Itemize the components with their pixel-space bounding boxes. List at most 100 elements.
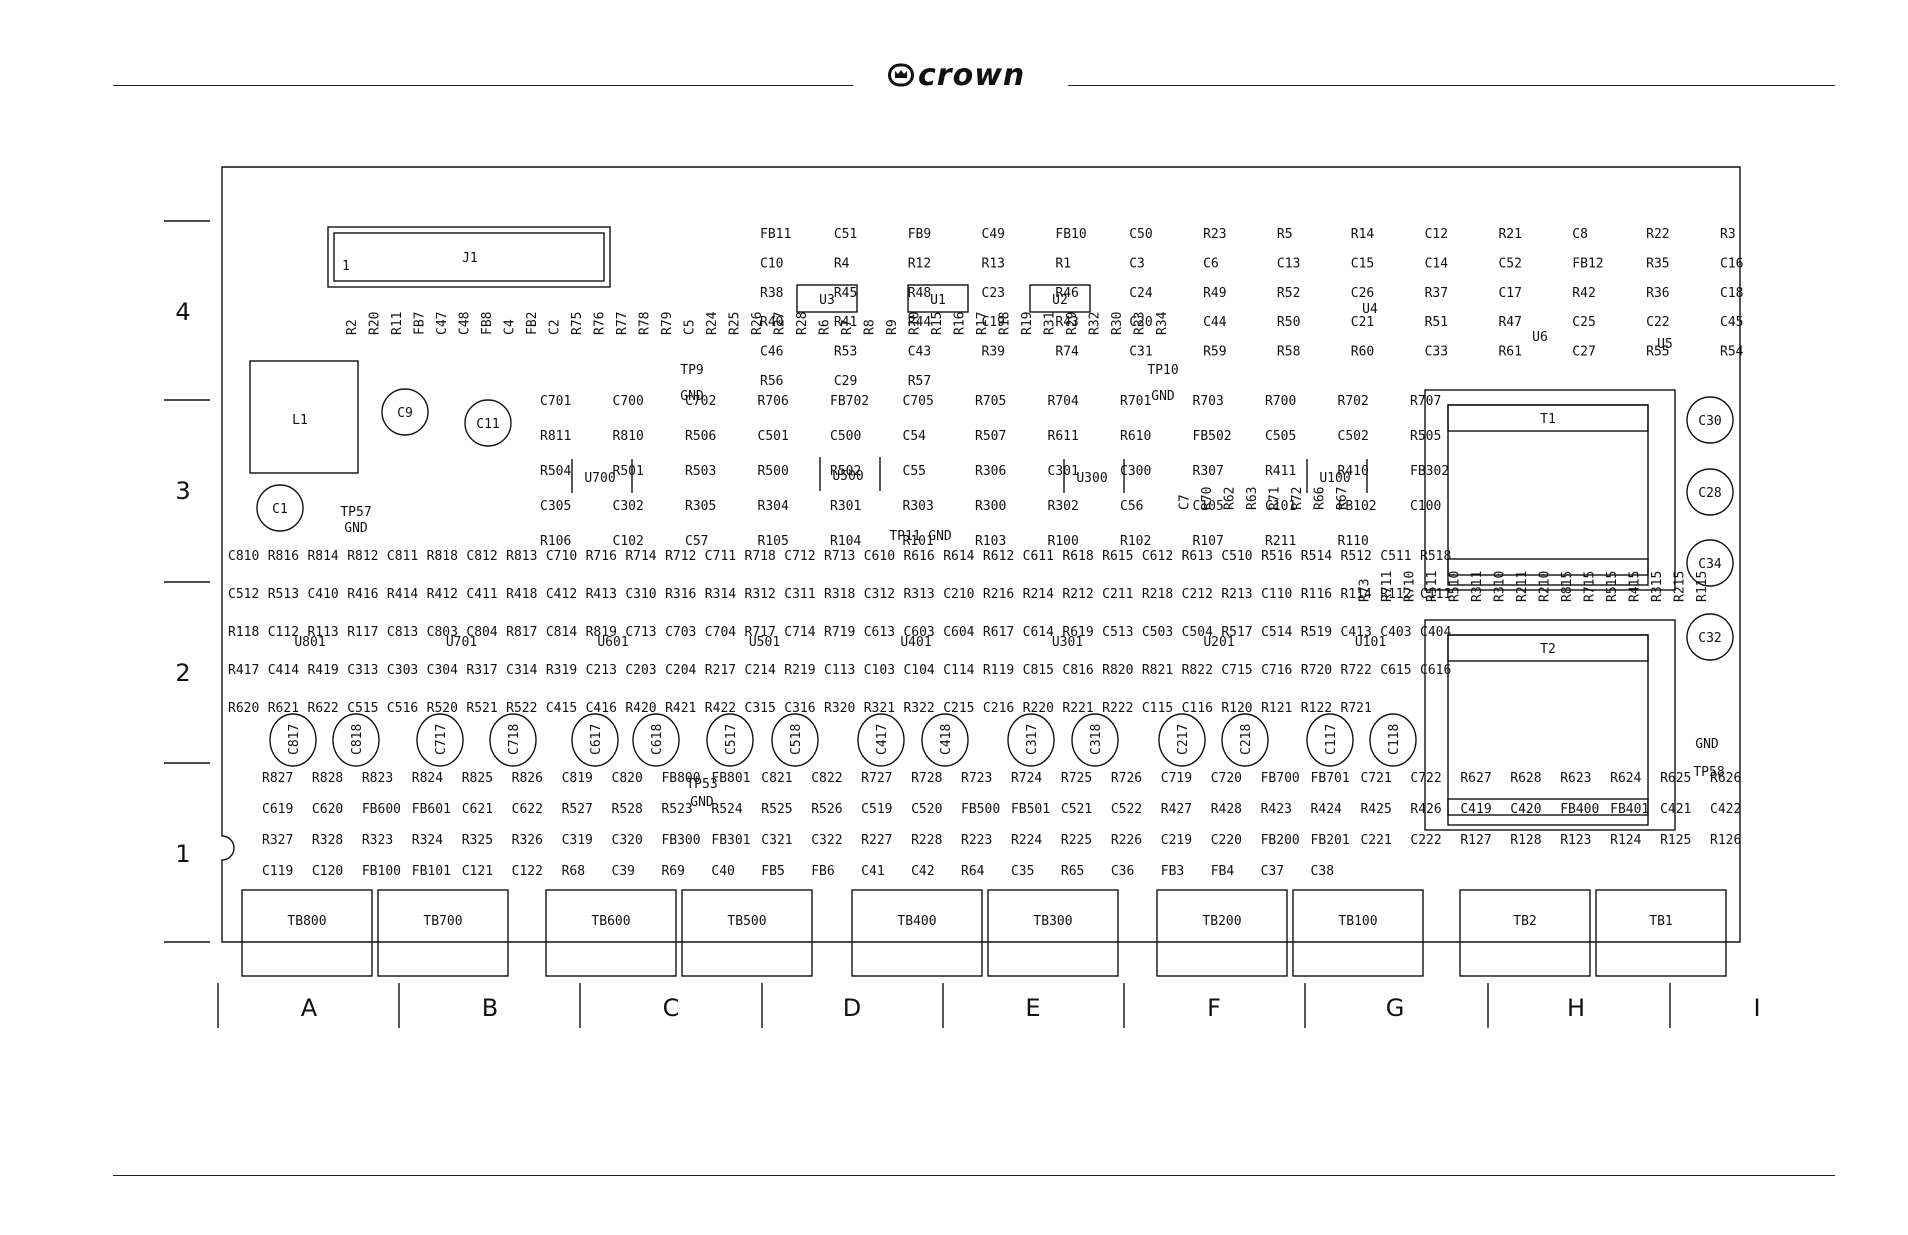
- ic-label: U700: [584, 471, 615, 486]
- component-label: C315: [745, 701, 776, 716]
- component-label: R710: [1403, 571, 1418, 602]
- ic-label: U101: [1355, 635, 1386, 650]
- column-label: D: [843, 994, 861, 1022]
- component-label: FB101: [412, 864, 451, 879]
- row-label: 3: [175, 477, 190, 505]
- terminal-block-body: [545, 889, 677, 977]
- component-label: R32: [1088, 312, 1103, 335]
- component-label: C100: [1410, 499, 1441, 514]
- capacitor-body: [1306, 713, 1354, 767]
- component-label: R45: [834, 286, 857, 301]
- component-label: R622: [307, 701, 338, 716]
- component-label: C321: [761, 833, 792, 848]
- component-label: C320: [612, 833, 643, 848]
- ic-label: U100: [1319, 471, 1350, 486]
- component-label: C715: [1221, 663, 1252, 678]
- ic-label: U500: [832, 469, 863, 484]
- capacitor-label: C718: [507, 724, 522, 755]
- component-label: C7: [1178, 494, 1193, 510]
- component-label: R54: [1720, 345, 1744, 360]
- component-label: R705: [975, 394, 1006, 409]
- component-label: C812: [466, 549, 497, 564]
- component-label: C810: [228, 549, 259, 564]
- component-label: R819: [586, 625, 617, 640]
- column-label: F: [1207, 994, 1221, 1022]
- component-label: C612: [1142, 549, 1173, 564]
- capacitor-label: C318: [1089, 724, 1104, 755]
- component-label: C104: [903, 663, 934, 678]
- component-label: R115: [1695, 571, 1710, 602]
- component-label: R627: [1460, 771, 1491, 786]
- component-label: R507: [975, 429, 1006, 444]
- component-label: C616: [1420, 663, 1451, 678]
- capacitor-label: C30: [1698, 414, 1721, 429]
- component-label: R628: [1510, 771, 1541, 786]
- component-label: R820: [1102, 663, 1133, 678]
- component-label: R7: [840, 319, 855, 335]
- component-label: C313: [347, 663, 378, 678]
- ic-label: U501: [749, 635, 780, 650]
- component-label: C204: [665, 663, 696, 678]
- component-label: R616: [903, 549, 934, 564]
- component-label: R312: [745, 587, 776, 602]
- component-label: FB301: [711, 833, 750, 848]
- component-label: C503: [1142, 625, 1173, 640]
- component-label: R49: [1203, 286, 1226, 301]
- component-label: C31: [1129, 345, 1152, 360]
- component-label: C819: [562, 771, 593, 786]
- component-label: R823: [362, 771, 393, 786]
- component-label: C18: [1720, 286, 1743, 301]
- component-label: R57: [908, 374, 931, 389]
- component-label: R5: [1277, 227, 1293, 242]
- terminal-block-label: TB200: [1202, 914, 1241, 929]
- component-label: C39: [612, 864, 635, 879]
- component-label: R53: [834, 345, 857, 360]
- component-label: R47: [1498, 315, 1521, 330]
- component-label: R58: [1277, 345, 1300, 360]
- component-label: C519: [861, 802, 892, 817]
- component-label: C304: [427, 663, 458, 678]
- component-label: R614: [943, 549, 974, 564]
- transformer-t1-bar-bottom: [1447, 558, 1649, 586]
- component-label: C511: [1380, 549, 1411, 564]
- component-label: C51: [834, 227, 857, 242]
- terminal-block-body: [1595, 889, 1727, 977]
- terminal-block-body: [681, 889, 813, 977]
- component-label: R36: [1646, 286, 1669, 301]
- component-label: R518: [1420, 549, 1451, 564]
- component-label: C52: [1498, 256, 1521, 271]
- component-label: R6: [818, 319, 833, 335]
- component-label: R116: [1301, 587, 1332, 602]
- component-label: C811: [387, 549, 418, 564]
- component-label: R610: [1120, 429, 1151, 444]
- component-label: R420: [625, 701, 656, 716]
- component-label: C813: [387, 625, 418, 640]
- component-label: C714: [784, 625, 815, 640]
- capacitor-label: C418: [939, 724, 954, 755]
- component-label: R217: [705, 663, 736, 678]
- component-label: R33: [1133, 312, 1148, 335]
- board-outline: [221, 166, 1741, 943]
- component-label: C302: [613, 499, 644, 514]
- column-label: I: [1753, 994, 1760, 1022]
- component-label: R525: [761, 802, 792, 817]
- component-label: R715: [1583, 571, 1598, 602]
- component-label: C700: [613, 394, 644, 409]
- component-label: R78: [638, 312, 653, 335]
- component-label: R315: [1650, 571, 1665, 602]
- component-label: C112: [268, 625, 299, 640]
- component-label: FB400: [1560, 802, 1599, 817]
- component-label: C311: [784, 587, 815, 602]
- component-label: C613: [864, 625, 895, 640]
- component-label: C404: [1420, 625, 1451, 640]
- component-label: R25: [728, 312, 743, 335]
- component-label: R428: [1211, 802, 1242, 817]
- component-label: FB9: [908, 227, 931, 242]
- component-label: C416: [586, 701, 617, 716]
- component-label: R59: [1203, 345, 1226, 360]
- component-label: C603: [903, 625, 934, 640]
- component-label: R527: [562, 802, 593, 817]
- component-label: C415: [546, 701, 577, 716]
- ic-label: U5: [1657, 337, 1673, 352]
- component-label: C21: [1351, 315, 1374, 330]
